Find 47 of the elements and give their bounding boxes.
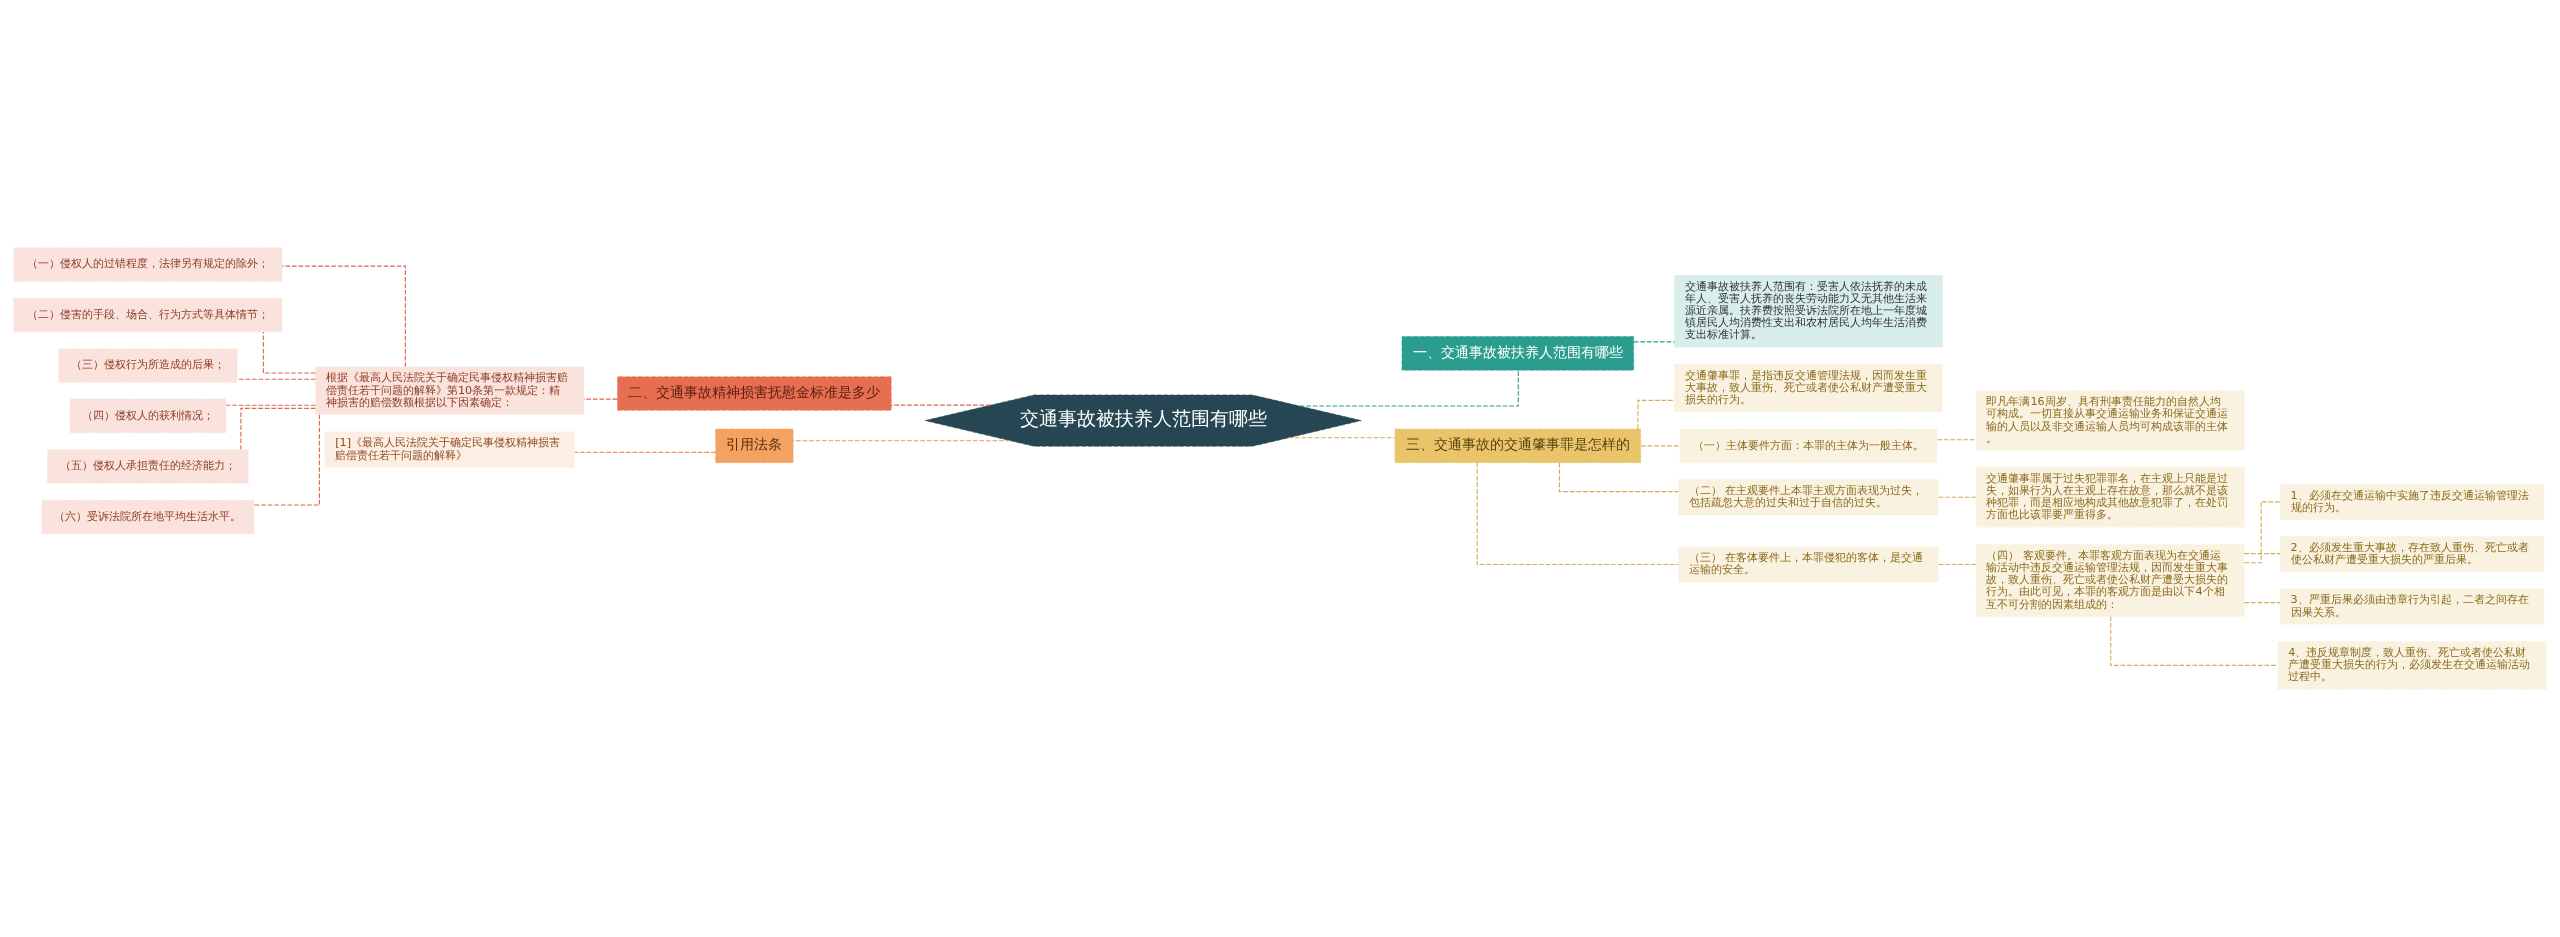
connector [281,265,406,368]
node-box: 1、必须在交通运输中实施了违反交通运输管理法规的行为。 [2280,483,2545,520]
connector [262,331,317,374]
node-box: [1]《最高人民法院关于确定民事侵权精神损害赔偿责任若干问题的解释》 [324,431,575,468]
connector [1287,437,1396,439]
node-box: （一）侵权人的过错程度，法律另有规定的除外； [13,247,283,282]
node-box: （三） 在客体要件上，本罪侵犯的客体，是交通运输的安全。 [1678,546,1939,583]
connector [1938,496,1977,498]
node-box: 三、交通事故的交通肇事罪是怎样的 [1394,428,1641,463]
node-box: 即凡年满16周岁、具有刑事责任能力的自然人均可构成。一切直接从事交通运输业务和保证交通运输的人员以及非交通运输人员均可构成该罪的主体。 [1975,390,2245,451]
connector [236,378,317,380]
connector [890,404,992,406]
connector [1633,341,1675,343]
connector [240,407,316,450]
connector [1640,445,1681,447]
connector [1299,369,1519,407]
connector [2243,553,2281,555]
node-box: （四）侵权人的获利情况； [69,398,227,434]
connector [792,440,1011,442]
connector [1936,439,1977,441]
node-box: 交通肇事罪，是指违反交通管理法规，因而发生重大事故，致人重伤、死亡或者使公私财产遭受重大损失的行为。 [1674,363,1943,412]
node-box: （二）侵害的手段、场合、行为方式等具体情节； [13,297,283,333]
node-box: （四） 客观要件。本罪客观方面表现为在交通运输活动中违反交通运输管理法规，因而发生重大事故，致人重伤、死亡或者使公私财产遭受大损失的行为。由此可见，本罪的客观方面是由以下4个相互不可分割的因素组成的： [1975,544,2245,617]
connector [253,414,320,506]
connector [583,398,618,400]
connector [1938,563,1977,566]
connector [1637,399,1675,430]
node-box: 3、严重后果必须由违章行为引起，二者之间存在因果关系。 [2280,588,2545,625]
connector [225,404,317,406]
connector [2243,501,2281,564]
connector [574,451,717,453]
node-box: （一）主体要件方面：本罪的主体为一般主体。 [1679,428,1938,463]
node-box: 根据《最高人民法院关于确定民事侵权精神损害赔偿责任若干问题的解释》第10条第一款规定：精神损害的赔偿数额根据以下因素确定： [315,366,585,415]
node-box: 2、必须发生重大事故，存在致人重伤、死亡或者使公私财产遭受重大损失的严重后果。 [2280,536,2545,573]
node-box: （六）受诉法院所在地平均生活水平。 [41,499,255,534]
node-box: 交通肇事罪属于过失犯罪罪名，在主观上只能是过失，如果行为人在主观上存在故意，那么就不是该种犯罪，而是相应地构成其他故意犯罪了，在处罚方面也比该罪要严重得多。 [1975,467,2245,528]
node-box: 交通事故被扶养人范围有：受害人依法抚养的未成年人、受害人抚养的丧失劳动能力又无其他生活来源近亲属。扶养费按照受诉法院所在地上一年度城镇居民人均消费性支出和农村居民人均年生活消费支出标准计算。 [1674,275,1943,348]
node-box: （三）侵权行为所造成的后果； [58,348,238,383]
node-box: 引用法条 [715,428,794,463]
node-box: （五）侵权人承担责任的经济能力； [47,449,249,484]
node-box: 二、交通事故精神损害抚慰金标准是多少 [617,376,892,411]
connector [2110,615,2279,666]
connector [1476,462,1680,566]
connector [2243,602,2281,604]
node-box: 4、违反规章制度，致人重伤、死亡或者使公私财产遭受重大损失的行为，必须发生在交通运输活动过程中。 [2277,641,2547,690]
node-box: 一、交通事故被扶养人范围有哪些 [1401,336,1634,371]
node-box: （二） 在主观要件上本罪主观方面表现为过失，包括疏忽大意的过失和过于自信的过失。 [1678,479,1939,516]
